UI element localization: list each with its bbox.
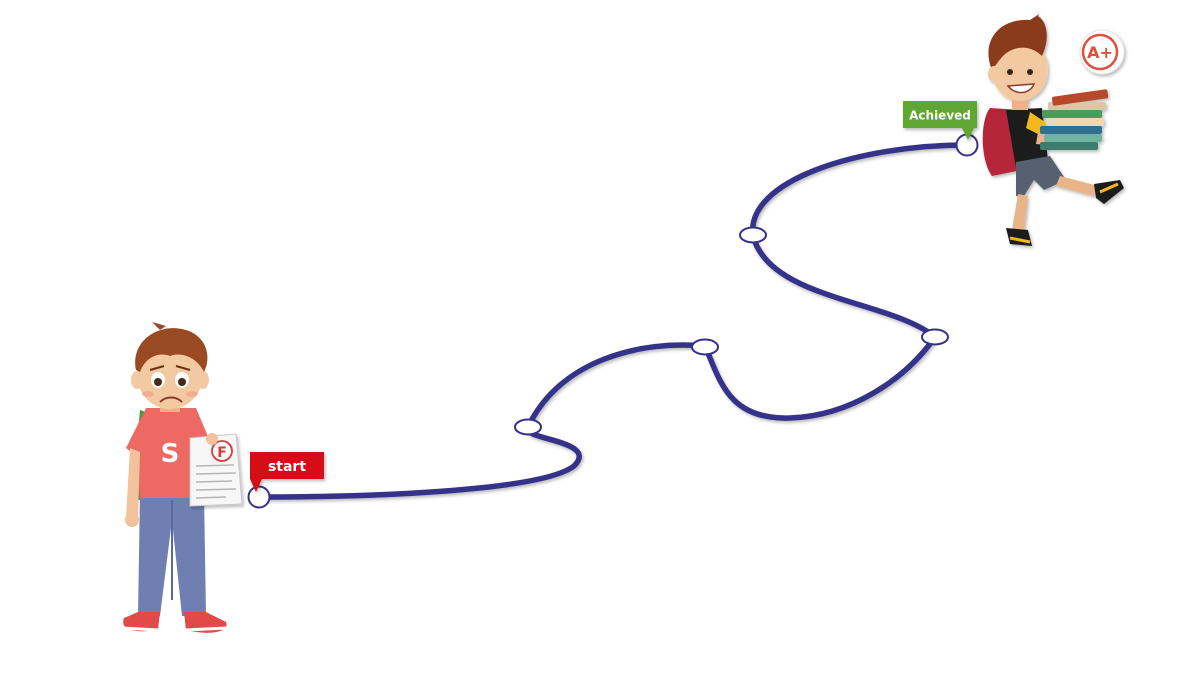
paper-grade: F [217, 445, 227, 461]
badge-grade: A+ [1087, 43, 1113, 62]
journey-path [259, 142, 970, 500]
shirt-letter: S [161, 439, 180, 469]
milestone-2 [691, 338, 719, 356]
milestones [514, 226, 949, 436]
start-label: start [268, 459, 306, 475]
milestone-3 [921, 328, 949, 346]
a-plus-badge-icon: A+ [1079, 29, 1125, 75]
happy-student-with-books-icon [982, 13, 1124, 246]
failed-test-paper-icon: F [189, 433, 243, 507]
start-node [247, 485, 271, 509]
start-flag: start [250, 452, 324, 492]
milestone-4 [739, 226, 767, 244]
milestone-1 [514, 418, 542, 436]
achieved-label: Achieved [909, 109, 971, 123]
achieved-flag: Achieved [903, 101, 977, 140]
